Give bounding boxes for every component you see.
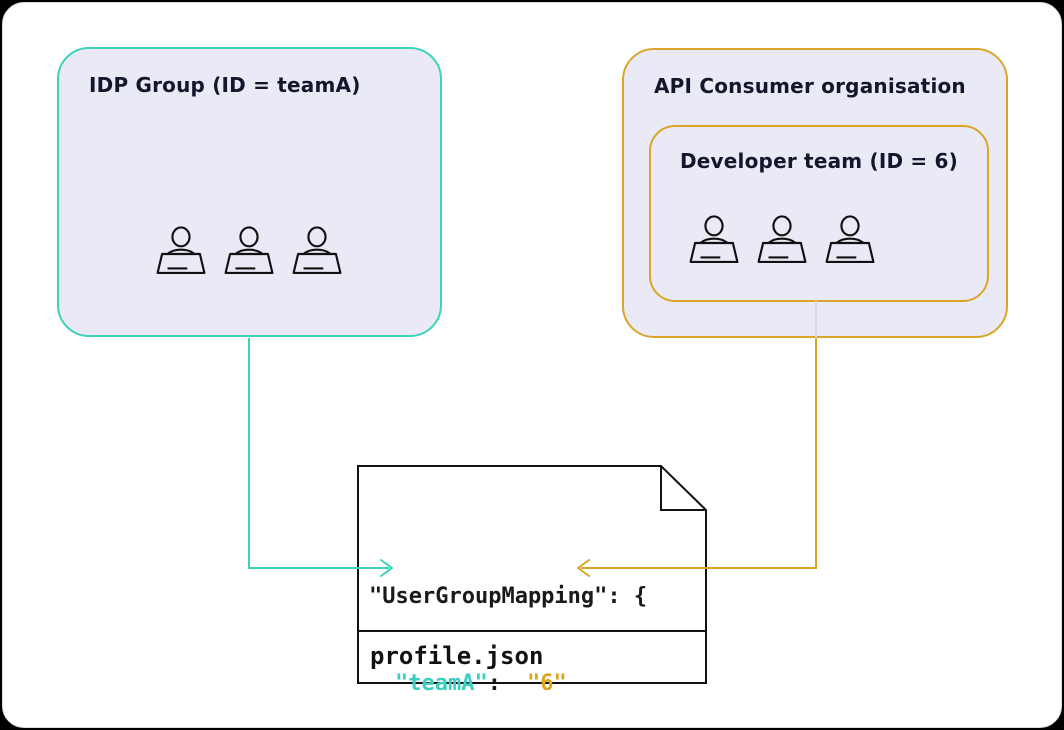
idp-group-title: IDP Group (ID = teamA) (89, 73, 361, 97)
code-line-mapping: "teamA": "6" (369, 669, 647, 698)
person-at-laptop-icon (292, 226, 342, 274)
person-at-laptop-icon (757, 215, 807, 263)
document-filename: profile.json (370, 642, 544, 670)
json-code-block: "UserGroupMapping": { "teamA":"6" } (369, 524, 647, 730)
mapping-value: "6" (526, 671, 567, 696)
person-at-laptop-icon (156, 226, 206, 274)
api-consumer-org-title: API Consumer organisation (654, 74, 966, 98)
code-line-open: "UserGroupMapping": { (369, 584, 648, 609)
mapping-colon: : (487, 671, 501, 696)
profile-json-document: "UserGroupMapping": { "teamA":"6" } prof… (357, 465, 709, 696)
person-at-laptop-icon (224, 226, 274, 274)
developer-team-box: Developer team (ID = 6) (649, 125, 989, 302)
api-consumer-org-box: API Consumer organisation Developer team… (622, 48, 1008, 338)
person-at-laptop-icon (825, 215, 875, 263)
person-at-laptop-icon (689, 215, 739, 263)
developer-team-members (687, 214, 877, 272)
mapping-key: "teamA" (395, 671, 488, 696)
idp-group-box: IDP Group (ID = teamA) (57, 47, 442, 337)
developer-team-title: Developer team (ID = 6) (679, 149, 959, 173)
idp-group-members (154, 225, 344, 283)
